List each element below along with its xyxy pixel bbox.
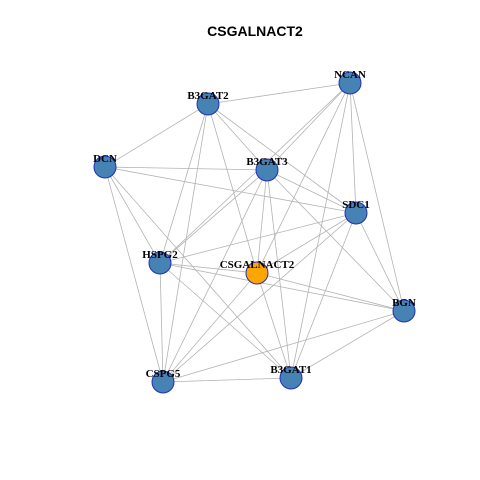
edge-sdc1-bgn: [355, 212, 405, 312]
edge-b3gat3-sdc1: [266, 169, 357, 214]
edge-b3gat3-b3gat1: [266, 169, 292, 379]
node-label-bgn: BGN: [392, 297, 416, 309]
edge-sdc1-cspg5: [162, 212, 357, 383]
node-label-hspg2: HSPG2: [142, 249, 178, 261]
edge-hspg2-cspg5: [159, 262, 164, 383]
node-sdc1[interactable]: [344, 201, 368, 225]
node-label-b3gat1: B3GAT1: [270, 364, 311, 376]
node-ncan[interactable]: [338, 71, 362, 95]
node-b3gat1[interactable]: [279, 366, 303, 390]
edge-csgalnact2-b3gat1: [256, 272, 292, 379]
edge-b3gat3-bgn: [266, 169, 405, 312]
node-label-csgalnact2: CSGALNACT2: [220, 259, 295, 271]
node-label-b3gat2: B3GAT2: [187, 90, 229, 102]
node-label-sdc1: SDC1: [342, 199, 370, 211]
edge-ncan-hspg2: [159, 82, 351, 264]
edge-b3gat2-sdc1: [207, 103, 357, 214]
edge-sdc1-csgalnact2: [256, 212, 357, 274]
edge-dcn-b3gat1: [104, 166, 292, 379]
edge-hspg2-b3gat1: [159, 262, 292, 379]
edges-layer: [104, 82, 405, 383]
edge-dcn-sdc1: [104, 166, 357, 214]
node-label-b3gat3: B3GAT3: [246, 156, 288, 168]
graph-title: CSGALNACT2: [207, 23, 303, 39]
edge-hspg2-bgn: [159, 262, 405, 312]
edge-b3gat3-hspg2: [159, 169, 268, 264]
edge-bgn-cspg5: [162, 310, 405, 383]
node-dcn[interactable]: [93, 155, 117, 179]
node-csgalnact2[interactable]: [245, 261, 269, 285]
nodes-layer: [93, 71, 416, 394]
edge-sdc1-hspg2: [159, 212, 357, 264]
edge-ncan-bgn: [349, 82, 405, 312]
node-label-ncan: NCAN: [334, 69, 366, 81]
edge-bgn-b3gat1: [290, 310, 405, 379]
node-b3gat3[interactable]: [255, 158, 279, 182]
edge-csgalnact2-cspg5: [162, 272, 258, 383]
node-cspg5[interactable]: [151, 370, 175, 394]
edge-b3gat2-cspg5: [162, 103, 209, 383]
node-label-dcn: DCN: [93, 153, 117, 165]
edge-b3gat2-ncan: [207, 82, 351, 105]
node-b3gat2[interactable]: [196, 92, 220, 116]
edge-b3gat3-cspg5: [162, 169, 268, 383]
edge-b3gat2-b3gat3: [207, 103, 268, 171]
edge-ncan-sdc1: [349, 82, 357, 214]
node-bgn[interactable]: [392, 299, 416, 323]
edge-b3gat2-dcn: [104, 103, 209, 168]
edge-csgalnact2-bgn: [256, 272, 405, 312]
node-label-cspg5: CSPG5: [146, 368, 181, 380]
edge-hspg2-csgalnact2: [159, 262, 258, 274]
edge-dcn-cspg5: [104, 166, 164, 383]
edge-b3gat2-hspg2: [159, 103, 209, 264]
edge-dcn-b3gat3: [104, 166, 268, 171]
edge-b3gat2-csgalnact2: [207, 103, 258, 274]
edge-b3gat3-csgalnact2: [256, 169, 268, 274]
edge-cspg5-b3gat1: [162, 377, 292, 383]
edge-ncan-b3gat3: [266, 82, 351, 171]
edge-ncan-csgalnact2: [256, 82, 351, 274]
edge-dcn-hspg2: [104, 166, 161, 264]
edge-ncan-b3gat1: [290, 82, 351, 379]
node-hspg2[interactable]: [148, 251, 172, 275]
